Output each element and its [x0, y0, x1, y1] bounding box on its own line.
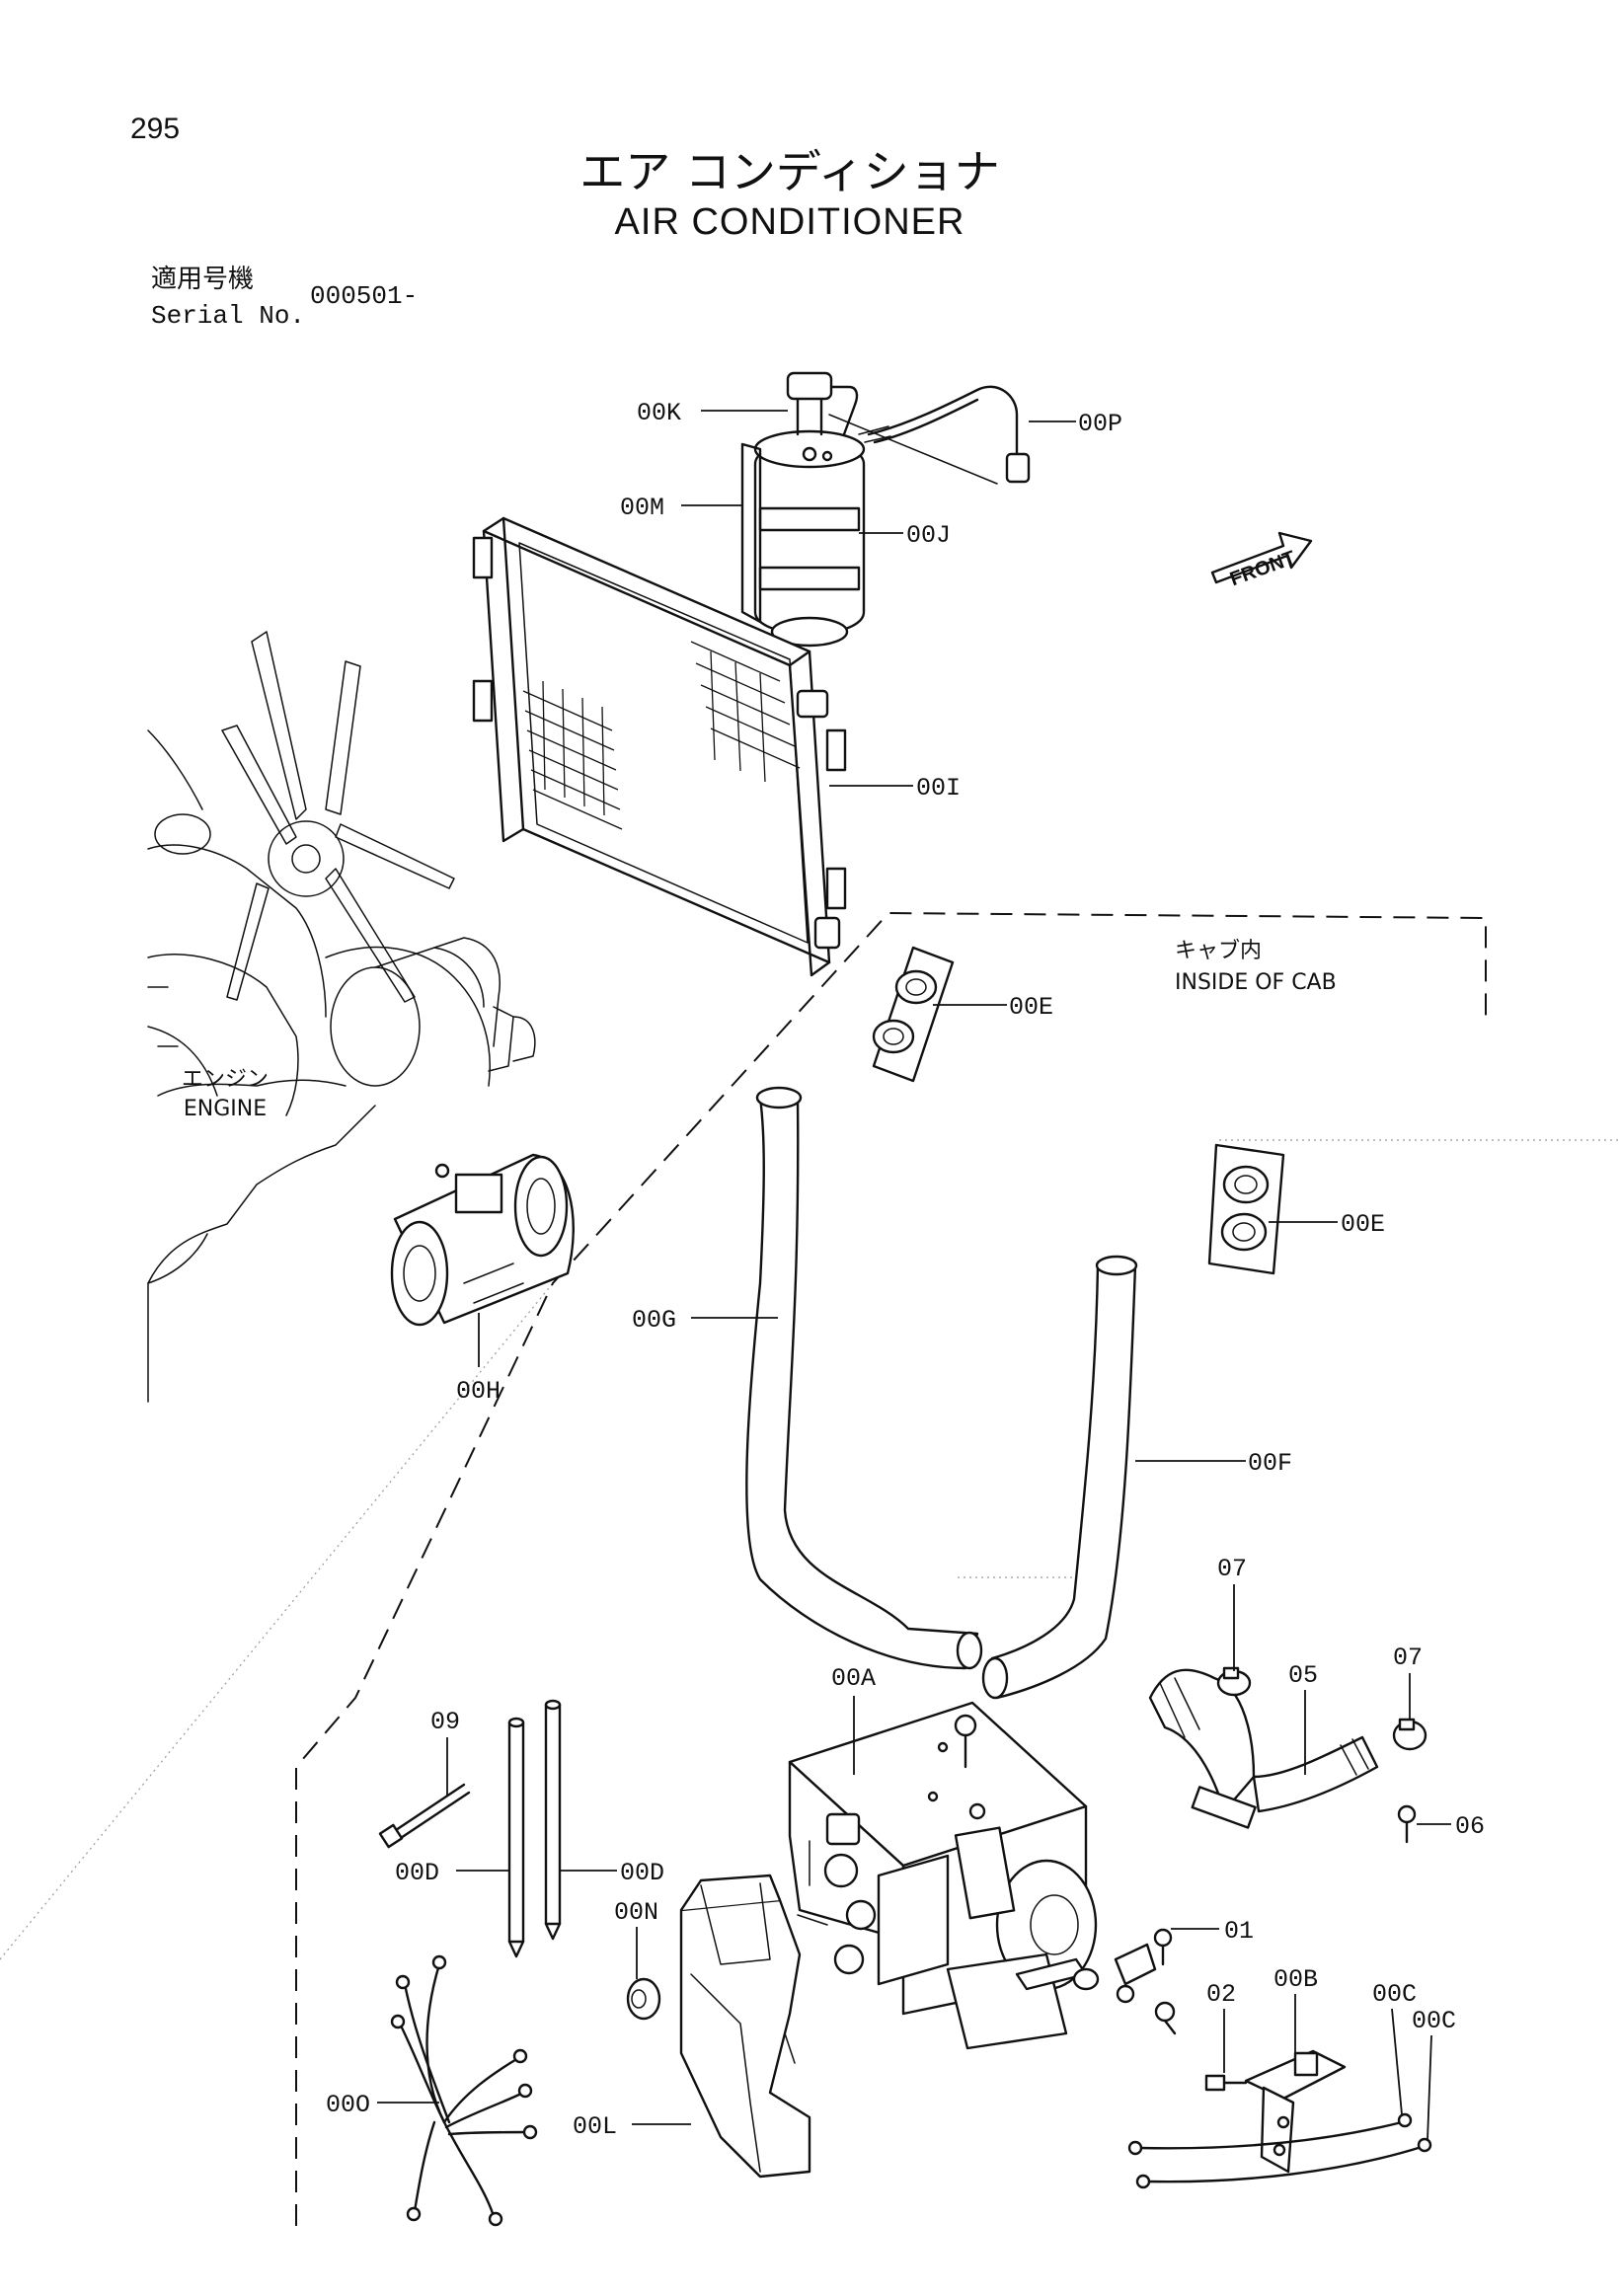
- callout-00O: 00O: [326, 2091, 370, 2119]
- callout-00C-right: 00C: [1412, 2007, 1456, 2035]
- callout-07-left: 07: [1217, 1555, 1247, 1583]
- leader-00C-left: [1391, 2008, 1403, 2115]
- cable-tie-09: [378, 1783, 471, 1849]
- callout-00D-left: 00D: [395, 1859, 439, 1887]
- hose-clamp-07-right: [1392, 1718, 1427, 1751]
- title-japanese: エア コンディショナ: [579, 145, 999, 198]
- callout-00D-right: 00D: [620, 1859, 664, 1887]
- duct-00L: [679, 1874, 811, 2179]
- wire-harness-00O: [390, 1954, 538, 2227]
- callout-00C-left: 00C: [1372, 1980, 1417, 2009]
- duct-05: [1148, 1668, 1379, 1829]
- callout-00H: 00H: [456, 1377, 501, 1406]
- callout-06: 06: [1455, 1812, 1485, 1841]
- wire-00C-lower: [1135, 2137, 1432, 2189]
- callout-00G: 00G: [632, 1306, 676, 1335]
- callout-00M: 00M: [620, 494, 664, 522]
- cab-boundary-line: [295, 911, 1487, 2226]
- callout-00F: 00F: [1248, 1449, 1292, 1478]
- cab-label-japanese: キャブ内: [1175, 939, 1262, 963]
- callout-00P: 00P: [1078, 410, 1122, 438]
- serial-label-english: Serial No.: [151, 301, 305, 331]
- bracket-00B: [1244, 2049, 1347, 2174]
- grommet-plate-upper: [872, 946, 955, 1083]
- callout-09: 09: [430, 1708, 460, 1736]
- callout-00A: 00A: [831, 1664, 876, 1693]
- bolt-06: [1397, 1804, 1417, 1844]
- rod-00D-left: [507, 1717, 525, 1958]
- callout-00J: 00J: [906, 521, 951, 550]
- callout-00E-upper: 00E: [1009, 993, 1053, 1022]
- callout-00L: 00L: [573, 2112, 617, 2141]
- callout-00B: 00B: [1273, 1965, 1318, 1994]
- wire-00C-upper: [1127, 2112, 1413, 2156]
- engine-outline: [147, 631, 536, 1403]
- hose-clamp-07-left: [1216, 1666, 1252, 1697]
- duct-g: [745, 1086, 983, 1670]
- rod-00D-right: [544, 1699, 562, 1941]
- leader-00C-right: [1427, 2034, 1432, 2141]
- condenser: [472, 516, 847, 977]
- air-conditioner-unit: [788, 1701, 1177, 2050]
- title-english: AIR CONDITIONER: [615, 201, 965, 243]
- callout-00K: 00K: [637, 399, 681, 427]
- callout-00E-right: 00E: [1341, 1210, 1385, 1239]
- front-arrow-icon: FRONT: [1210, 531, 1313, 590]
- engine-label-english: ENGINE: [184, 1097, 267, 1121]
- callout-05: 05: [1288, 1661, 1318, 1690]
- callout-01: 01: [1224, 1917, 1254, 1946]
- callout-00N: 00N: [614, 1898, 658, 1927]
- compressor: [390, 1153, 575, 1327]
- cab-label-english: INSIDE OF CAB: [1175, 970, 1337, 995]
- receiver-drier: [740, 371, 866, 648]
- callout-02: 02: [1206, 1980, 1236, 2009]
- knob-00N: [626, 1977, 661, 2021]
- page-number: 295: [130, 113, 180, 145]
- engine-label-japanese: エンジン: [182, 1067, 269, 1092]
- callout-07-right: 07: [1393, 1644, 1423, 1672]
- serial-label-japanese: 適用号機: [151, 265, 254, 294]
- pressure-switch-harness: [828, 385, 1031, 485]
- serial-value: 000501-: [310, 281, 418, 311]
- bolt-02: [1204, 2074, 1248, 2092]
- callout-00I: 00I: [916, 774, 961, 803]
- grommet-plate-right: [1207, 1143, 1285, 1275]
- duct-f: [981, 1255, 1138, 1700]
